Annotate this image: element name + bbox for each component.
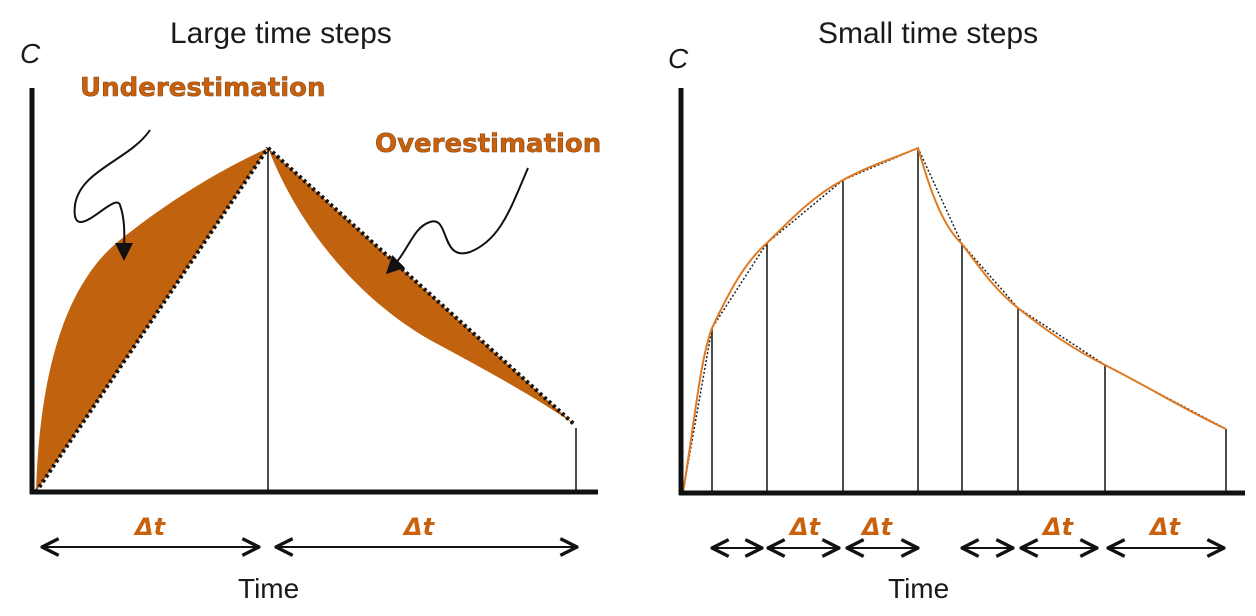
right-interval-label-4: Δt — [1148, 513, 1182, 541]
left-interval-label-2: Δt — [402, 513, 436, 541]
left-interval-label-1: Δt — [133, 513, 167, 541]
overestimation-pointer-arrow — [385, 167, 529, 275]
right-interval-label-1: Δt — [788, 513, 822, 541]
linear-estimate-fall — [266, 146, 577, 427]
left-x-axis-label: Time — [238, 573, 299, 604]
overestimation-label: Overestimation — [375, 129, 601, 159]
left-y-axis-label: C — [20, 38, 41, 69]
right-panel: Small time steps C Δt — [668, 17, 1245, 604]
left-panel-title: Large time steps — [170, 17, 392, 50]
right-interval-label-2: Δt — [860, 513, 894, 541]
right-interval-label-3: Δt — [1041, 513, 1075, 541]
right-true-curve — [682, 146, 1227, 493]
right-x-axis-label: Time — [888, 573, 949, 604]
underestimation-pointer-arrow — [73, 129, 151, 261]
right-linear-estimate — [682, 147, 1227, 493]
right-step-lines — [711, 148, 1227, 493]
left-panel: Large time steps C Underestimation Overe… — [20, 17, 602, 604]
underestimation-label: Underestimation — [80, 73, 326, 103]
right-y-axis-label: C — [668, 43, 689, 74]
right-panel-title: Small time steps — [818, 17, 1038, 50]
